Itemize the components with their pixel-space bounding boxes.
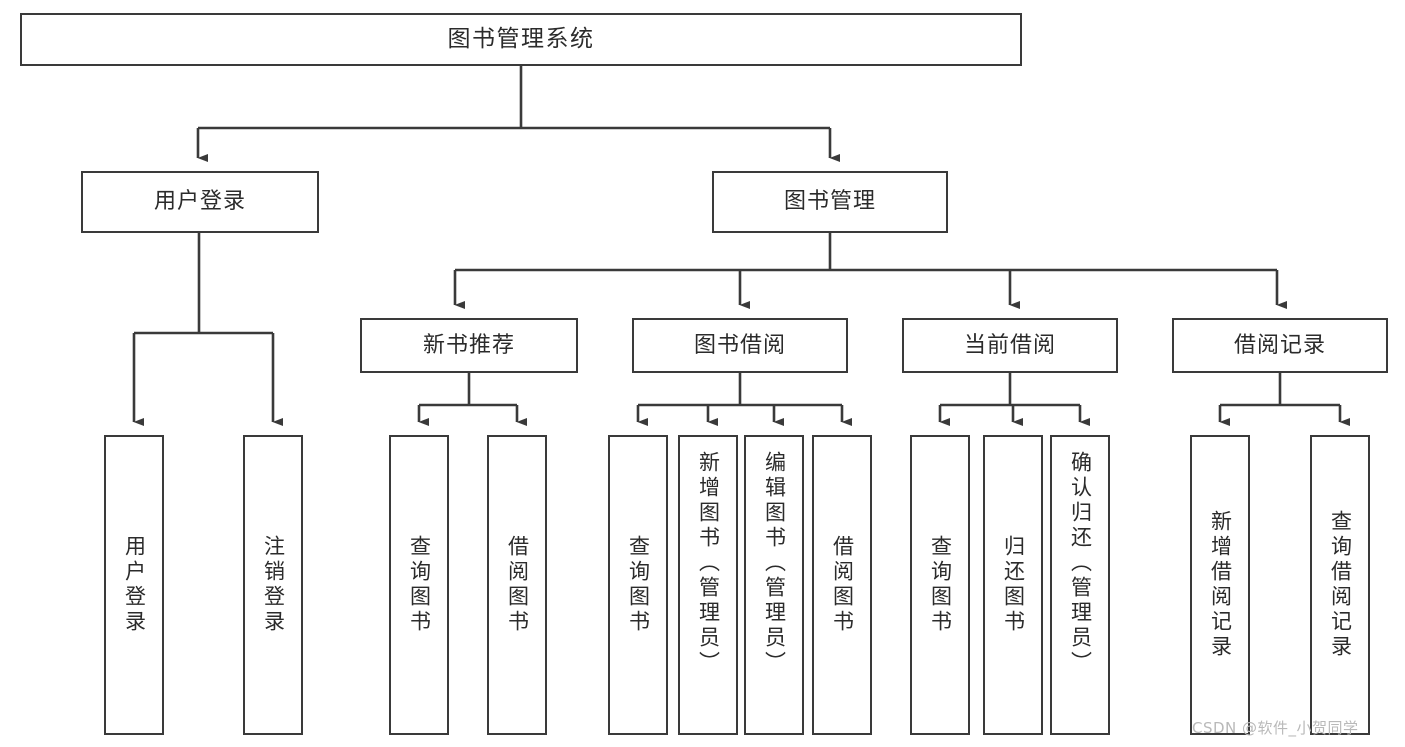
node-new-book-recommend[interactable]: 新书推荐	[360, 318, 578, 373]
node-label: 用户登录	[122, 535, 147, 635]
leaf-confirm-return-admin[interactable]: 确认归还（管理员）	[1050, 435, 1110, 735]
node-user-login[interactable]: 用户登录	[81, 171, 319, 233]
node-borrow-record[interactable]: 借阅记录	[1172, 318, 1388, 373]
node-label: 新增借阅记录	[1208, 510, 1233, 660]
node-label: 新增图书（管理员）	[696, 451, 721, 676]
leaf-borrow-book[interactable]: 借阅图书	[812, 435, 872, 735]
node-label: 查询图书	[407, 535, 432, 635]
node-label: 新书推荐	[422, 332, 515, 358]
node-label: 注销登录	[261, 535, 286, 635]
csdn-watermark: CSDN @软件_小贺同学	[1192, 719, 1359, 737]
node-label: 图书管理系统	[447, 26, 595, 53]
node-label: 借阅记录	[1233, 332, 1326, 358]
node-label: 查询借阅记录	[1328, 510, 1353, 660]
node-label: 查询图书	[928, 535, 953, 635]
node-label: 编辑图书（管理员）	[762, 451, 787, 676]
node-label: 查询图书	[626, 535, 651, 635]
leaf-add-borrow-record[interactable]: 新增借阅记录	[1190, 435, 1250, 735]
node-label: 当前借阅	[963, 332, 1056, 358]
node-book-management[interactable]: 图书管理	[712, 171, 948, 233]
node-label: 确认归还（管理员）	[1068, 451, 1093, 676]
node-label: 借阅图书	[505, 535, 530, 635]
node-label: 用户登录	[153, 189, 246, 215]
leaf-query-book-borrow[interactable]: 查询图书	[608, 435, 668, 735]
leaf-user-login[interactable]: 用户登录	[104, 435, 164, 735]
node-current-borrow[interactable]: 当前借阅	[902, 318, 1118, 373]
node-label: 借阅图书	[830, 535, 855, 635]
leaf-query-book-recommend[interactable]: 查询图书	[389, 435, 449, 735]
leaf-edit-book-admin[interactable]: 编辑图书（管理员）	[744, 435, 804, 735]
leaf-add-book-admin[interactable]: 新增图书（管理员）	[678, 435, 738, 735]
node-root-system[interactable]: 图书管理系统	[20, 13, 1022, 66]
node-label: 归还图书	[1001, 535, 1026, 635]
leaf-query-borrow-record[interactable]: 查询借阅记录	[1310, 435, 1370, 735]
node-label: 图书借阅	[693, 332, 786, 358]
leaf-query-book-current[interactable]: 查询图书	[910, 435, 970, 735]
leaf-return-book[interactable]: 归还图书	[983, 435, 1043, 735]
node-book-borrow[interactable]: 图书借阅	[632, 318, 848, 373]
leaf-borrow-book-recommend[interactable]: 借阅图书	[487, 435, 547, 735]
node-label: 图书管理	[783, 189, 876, 215]
leaf-logout[interactable]: 注销登录	[243, 435, 303, 735]
